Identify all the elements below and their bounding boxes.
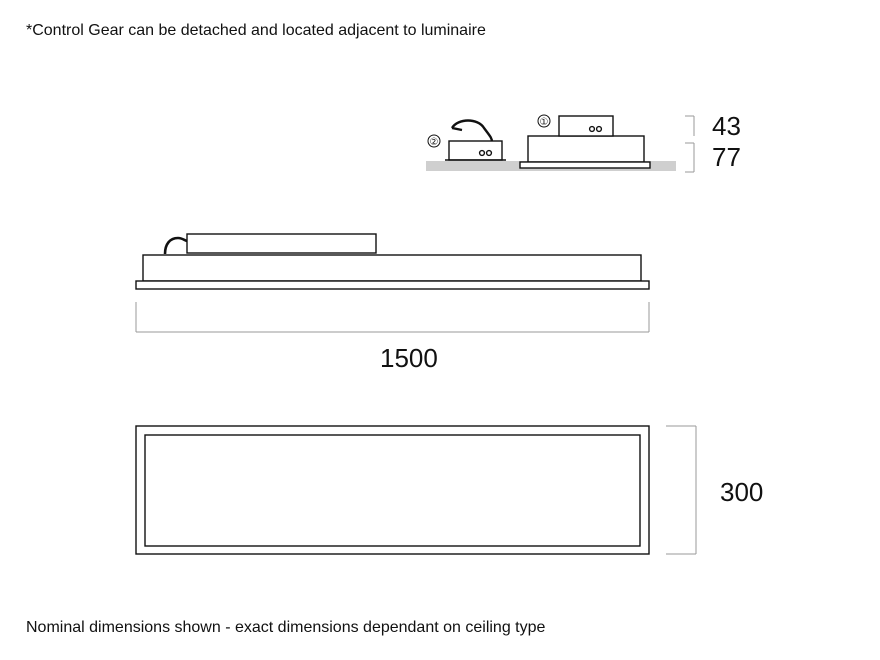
dim-gear-height: 43	[712, 111, 741, 141]
plan-view-outer-frame	[135, 425, 650, 555]
attached-gear-terminal	[595, 125, 603, 133]
plan-view-inner-panel	[144, 434, 641, 547]
dim-body-height: 77	[712, 142, 741, 172]
attached-gear-box	[558, 115, 614, 137]
marker-detached-circle	[427, 134, 441, 148]
side-view-gear-box	[186, 233, 377, 254]
detached-gear-terminal	[485, 149, 493, 157]
side-view-body	[142, 254, 642, 282]
section-body	[527, 135, 645, 163]
control-gear-note: *Control Gear can be detached and locate…	[26, 22, 486, 39]
attached-gear-terminal	[588, 125, 596, 133]
detached-gear-cable	[450, 119, 494, 143]
dim-width: 300	[720, 477, 764, 507]
marker-detached-label: ②	[430, 137, 439, 148]
width-dim-bracket	[666, 425, 697, 555]
side-view-cable	[163, 236, 188, 255]
nominal-dimensions-note: Nominal dimensions shown - exact dimensi…	[26, 619, 546, 636]
dim-length: 1500	[380, 343, 438, 373]
length-dim-bracket	[135, 302, 650, 333]
detached-gear-box	[448, 140, 503, 161]
detached-gear-terminal	[478, 149, 486, 157]
side-view-trim	[135, 280, 650, 290]
detached-gear-cable-end	[451, 126, 463, 132]
side-view	[135, 233, 650, 333]
marker-attached-label: ①	[540, 117, 549, 128]
section-trim	[519, 161, 651, 169]
section-view	[426, 114, 695, 173]
plan-view	[135, 425, 697, 555]
section-dim-bracket	[685, 115, 695, 173]
marker-attached-circle	[537, 114, 551, 128]
